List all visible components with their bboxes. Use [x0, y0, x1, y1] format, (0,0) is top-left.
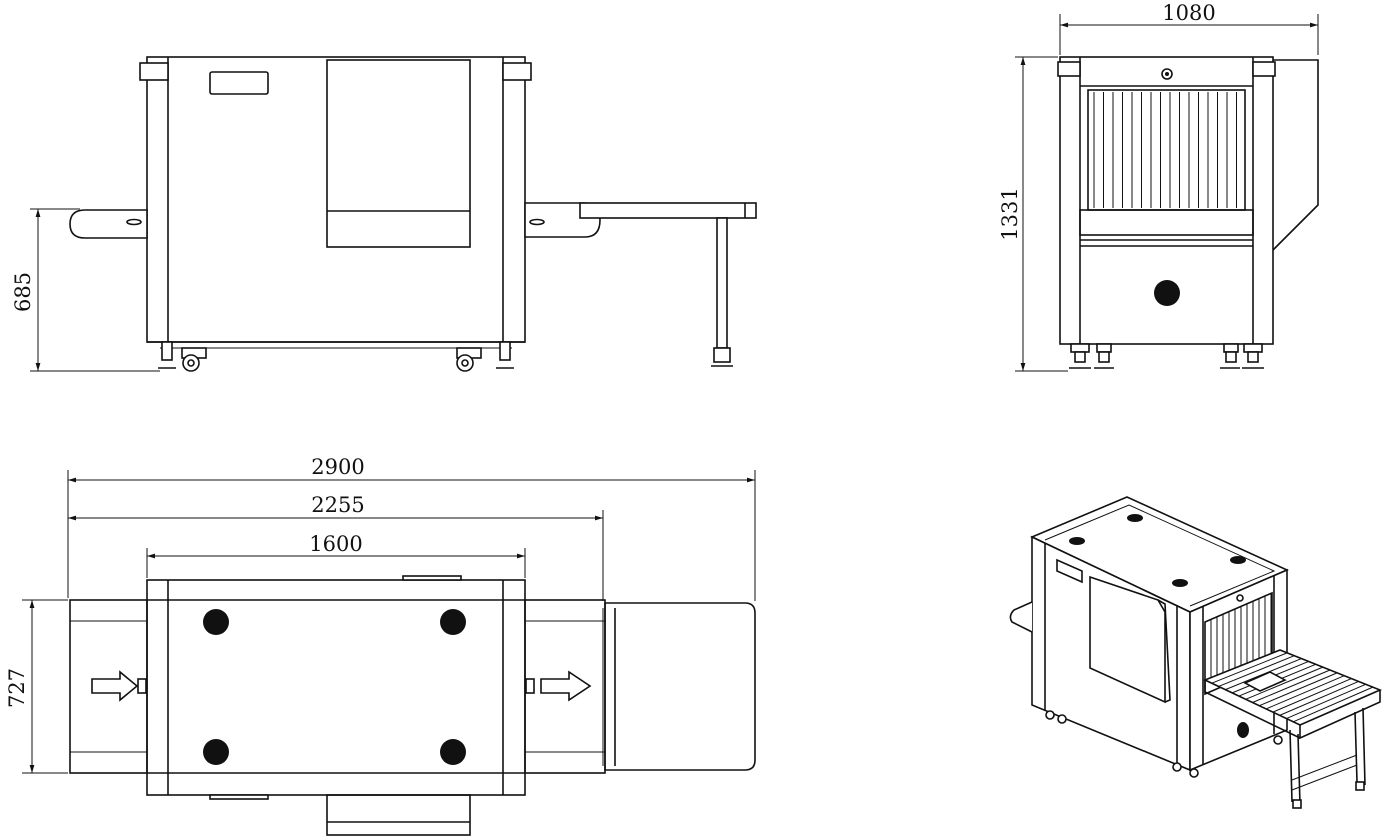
lead-curtain	[1093, 92, 1237, 208]
access-door	[326, 59, 471, 248]
iso-roller	[1272, 678, 1352, 713]
iso-lead-curtain	[1210, 593, 1272, 680]
side-view: 685	[11, 56, 757, 372]
direction-arrow-icon	[540, 670, 592, 702]
roller-table	[604, 602, 756, 771]
iso-roller	[1245, 666, 1324, 700]
side-body	[146, 56, 526, 343]
caster-wheel	[182, 354, 200, 372]
dim-body-length: 1600	[309, 532, 362, 556]
iso-roller	[1211, 652, 1288, 684]
dim-body-depth: 727	[5, 668, 29, 708]
top-view: 2900 2255 1600 727	[5, 455, 756, 836]
caster-wheel	[456, 354, 474, 372]
front-view: 1080 1331	[998, 1, 1319, 372]
dim-side-table-height: 685	[11, 272, 35, 312]
handle-slot	[209, 71, 269, 95]
fan-icon	[203, 739, 229, 765]
iso-roller	[1218, 655, 1295, 687]
iso-roller	[1293, 686, 1374, 723]
dim-inner-length: 2255	[311, 493, 364, 517]
fan-icon	[440, 739, 466, 765]
iso-roller	[1279, 680, 1359, 716]
dim-front-width: 1080	[1162, 1, 1215, 25]
iso-roller	[1259, 672, 1338, 707]
fan-icon	[440, 609, 466, 635]
fan-icon	[1154, 280, 1180, 306]
iso-roller	[1252, 669, 1331, 703]
tunnel-opening	[1087, 89, 1246, 211]
iso-door	[1089, 575, 1166, 704]
front-body	[1059, 56, 1274, 345]
isometric-view	[1009, 496, 1383, 809]
iso-roller	[1286, 683, 1366, 720]
fan-icon	[203, 609, 229, 635]
dim-total-length: 2900	[311, 455, 364, 479]
iso-roller	[1265, 675, 1345, 710]
key-switch-icon	[1161, 68, 1173, 80]
dim-front-height: 1331	[998, 187, 1022, 240]
direction-arrow-icon	[91, 670, 139, 702]
top-body	[146, 579, 526, 796]
